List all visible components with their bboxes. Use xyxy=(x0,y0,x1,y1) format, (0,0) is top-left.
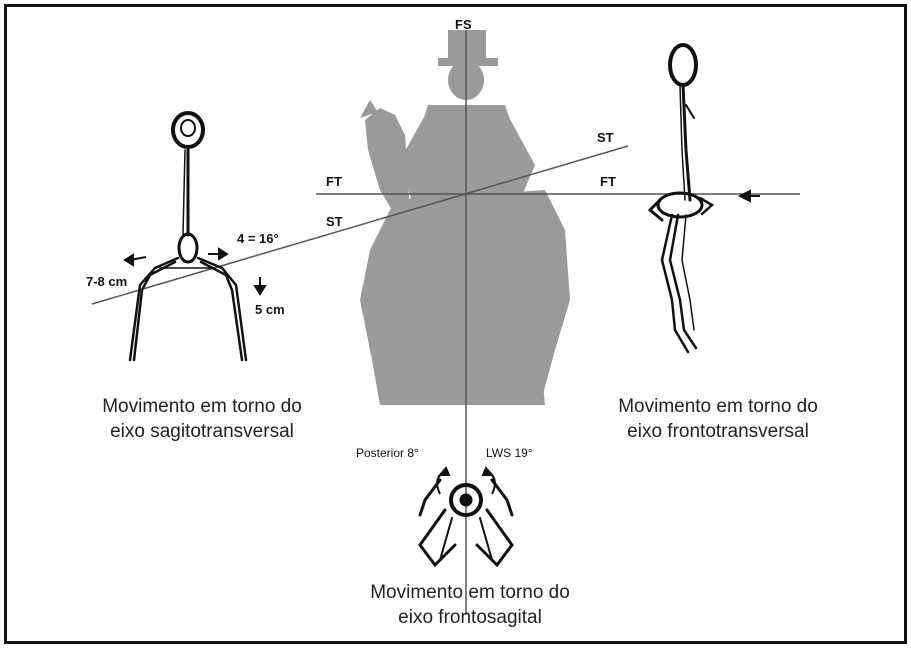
lateral-measurement: 7-8 cm xyxy=(86,274,127,289)
ft-axis-label-right: FT xyxy=(600,174,616,189)
caption-right: Movimento em torno do eixo frontotransve… xyxy=(578,394,858,444)
vertical-measurement: 5 cm xyxy=(255,302,285,317)
rider-horse-silhouette xyxy=(360,30,570,405)
caption-right-line-1: Movimento em torno do xyxy=(578,394,858,419)
caption-right-line-2: eixo frontotransversal xyxy=(578,419,858,444)
st-axis-label-top: ST xyxy=(597,130,614,145)
posterior-angle-label: Posterior 8° xyxy=(356,446,419,460)
lws-angle-label: LWS 19° xyxy=(486,446,533,460)
left-stick-figure xyxy=(130,113,246,360)
caption-left-line-2: eixo sagitotransversal xyxy=(62,419,342,444)
caption-bottom-line-1: Movimento em torno do xyxy=(330,580,610,605)
caption-bottom-line-2: eixo frontosagital xyxy=(330,605,610,630)
ft-axis-label-left: FT xyxy=(326,174,342,189)
fs-axis-label: FS xyxy=(455,17,472,32)
angle-measurement: 4 = 16° xyxy=(237,231,279,246)
st-axis-label-left: ST xyxy=(326,214,343,229)
caption-bottom: Movimento em torno do eixo frontosagital xyxy=(330,580,610,630)
caption-left: Movimento em torno do eixo sagitotransve… xyxy=(62,394,342,444)
caption-left-line-1: Movimento em torno do xyxy=(62,394,342,419)
right-figure-arrow xyxy=(740,191,760,201)
right-stick-figure xyxy=(650,45,712,352)
